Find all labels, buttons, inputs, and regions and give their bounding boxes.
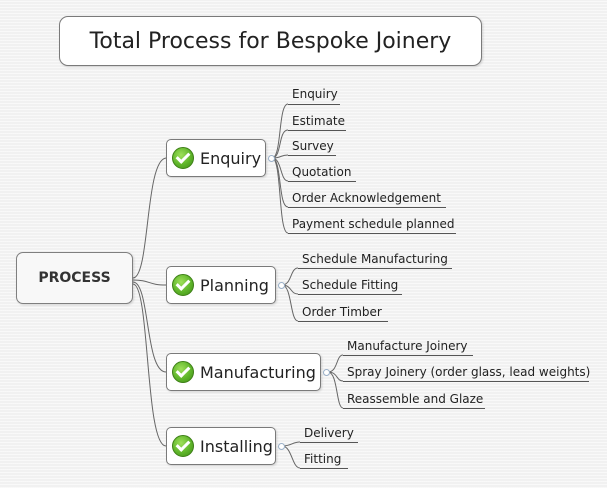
leaf-fitting[interactable]: Fitting — [304, 452, 342, 466]
leaf-underline — [288, 155, 336, 156]
leaf-underline — [288, 130, 346, 131]
leaf-survey[interactable]: Survey — [292, 139, 334, 153]
leaf-underline — [298, 268, 452, 269]
collapse-toggle-planning[interactable] — [278, 282, 285, 289]
leaf-delivery[interactable]: Delivery — [304, 426, 354, 440]
node-planning[interactable]: Planning — [166, 266, 276, 304]
node-enquiry[interactable]: Enquiry — [166, 139, 266, 177]
check-icon — [172, 435, 194, 457]
leaf-underline — [298, 294, 402, 295]
leaf-order-acknowledgement[interactable]: Order Acknowledgement — [292, 191, 441, 205]
leaf-underline — [288, 207, 446, 208]
node-label: Installing — [200, 436, 273, 456]
leaf-underline — [288, 181, 356, 182]
node-label: Manufacturing — [200, 362, 316, 382]
leaf-spray-joinery[interactable]: Spray Joinery (order glass, lead weights… — [347, 365, 591, 379]
node-label: Enquiry — [200, 148, 262, 168]
leaf-underline — [300, 442, 358, 443]
leaf-underline — [300, 468, 348, 469]
leaf-underline — [343, 381, 589, 382]
leaf-manufacture-joinery[interactable]: Manufacture Joinery — [347, 339, 468, 353]
leaf-order-timber[interactable]: Order Timber — [302, 305, 382, 319]
leaf-quotation[interactable]: Quotation — [292, 165, 352, 179]
leaf-underline — [288, 104, 340, 105]
leaf-reassemble-glaze[interactable]: Reassemble and Glaze — [347, 392, 484, 406]
check-icon — [172, 147, 194, 169]
leaf-underline — [298, 321, 388, 322]
check-icon — [172, 274, 194, 296]
node-installing[interactable]: Installing — [166, 427, 276, 465]
leaf-underline — [288, 233, 456, 234]
check-icon — [172, 361, 194, 383]
leaf-underline — [343, 408, 485, 409]
leaf-payment-schedule[interactable]: Payment schedule planned — [292, 217, 455, 231]
node-label: Planning — [200, 275, 269, 295]
root-node-process[interactable]: PROCESS — [16, 252, 133, 304]
map-title: Total Process for Bespoke Joinery — [59, 16, 482, 66]
leaf-estimate[interactable]: Estimate — [292, 114, 346, 128]
leaf-enquiry[interactable]: Enquiry — [292, 87, 338, 101]
collapse-toggle-installing[interactable] — [278, 443, 285, 450]
collapse-toggle-enquiry[interactable] — [268, 155, 275, 162]
leaf-schedule-manufacturing[interactable]: Schedule Manufacturing — [302, 252, 448, 266]
node-manufacturing[interactable]: Manufacturing — [166, 353, 321, 391]
leaf-schedule-fitting[interactable]: Schedule Fitting — [302, 278, 399, 292]
collapse-toggle-manufacturing[interactable] — [323, 369, 330, 376]
leaf-underline — [343, 355, 473, 356]
